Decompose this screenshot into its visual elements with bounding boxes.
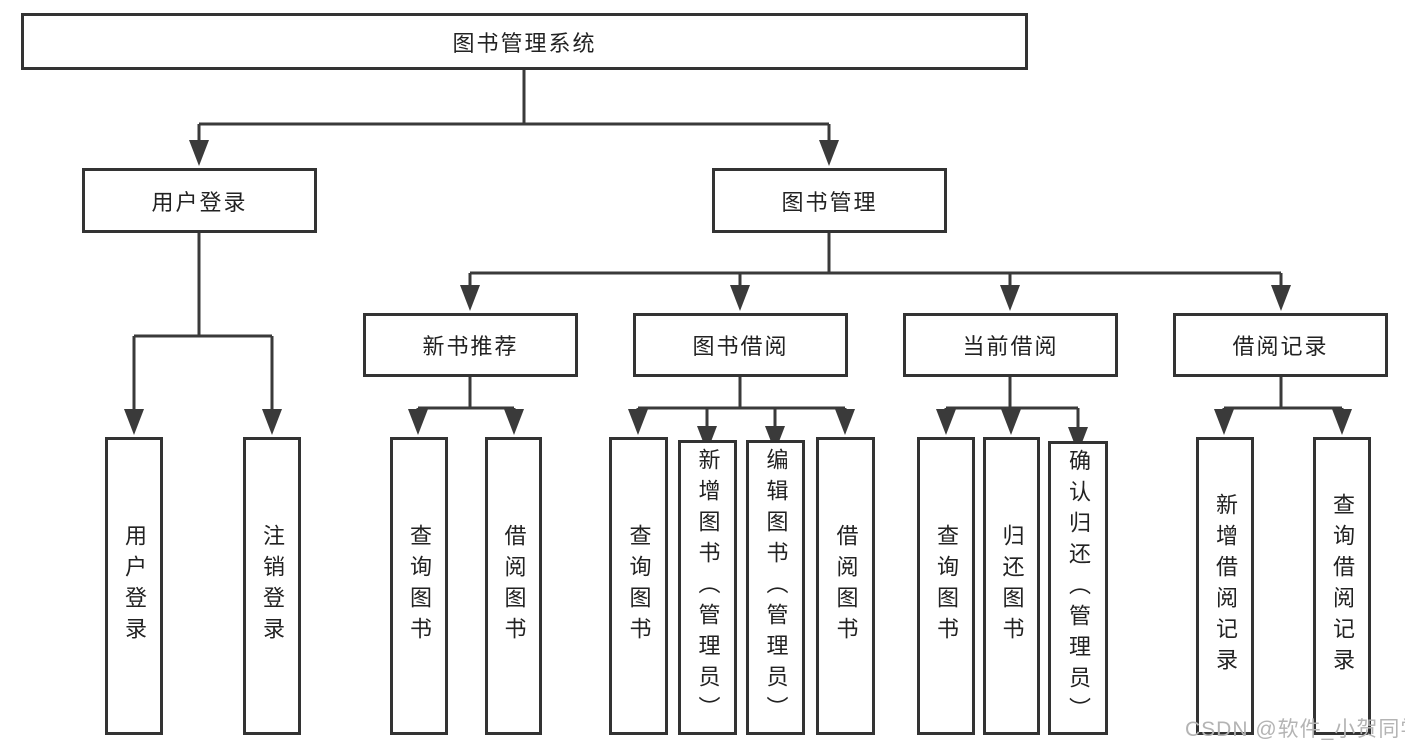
node-book-management: 图书管理 <box>712 168 947 233</box>
arrowhead-icon <box>835 409 855 435</box>
leaf-edit-books-admin: 编辑图书（管理员） <box>746 440 805 735</box>
leaf-query-borrow-record: 查询借阅记录 <box>1313 437 1371 735</box>
arrowhead-icon <box>262 409 282 435</box>
node-book-borrowing: 图书借阅 <box>633 313 848 377</box>
arrowhead-icon <box>460 285 480 311</box>
arrowhead-icon <box>1000 285 1020 311</box>
arrowhead-icon <box>124 409 144 435</box>
leaf-logout: 注销登录 <box>243 437 301 735</box>
csdn-watermark: CSDN @软件_小贺同学 <box>1185 718 1405 741</box>
leaf-borrow-books-recommend: 借阅图书 <box>485 437 542 735</box>
arrowhead-icon <box>730 285 750 311</box>
leaf-add-borrow-record: 新增借阅记录 <box>1196 437 1254 735</box>
arrowhead-icon <box>819 140 839 166</box>
leaf-borrow-books-borrowing: 借阅图书 <box>816 437 875 735</box>
node-borrow-records: 借阅记录 <box>1173 313 1388 377</box>
arrowhead-icon <box>504 409 524 435</box>
arrowhead-icon <box>628 409 648 435</box>
leaf-user-login: 用户登录 <box>105 437 163 735</box>
arrowhead-icon <box>936 409 956 435</box>
node-current-borrowing: 当前借阅 <box>903 313 1118 377</box>
leaf-confirm-return-admin: 确认归还（管理员） <box>1048 441 1108 735</box>
leaf-query-books-recommend: 查询图书 <box>390 437 448 735</box>
node-user-login: 用户登录 <box>82 168 317 233</box>
connector-path <box>132 70 1344 432</box>
arrowhead-icon <box>1332 409 1352 435</box>
arrowhead-icon <box>1214 409 1234 435</box>
arrowhead-icon <box>408 409 428 435</box>
leaf-query-books-current: 查询图书 <box>917 437 975 735</box>
arrowhead-icon <box>189 140 209 166</box>
leaf-return-books: 归还图书 <box>983 437 1040 735</box>
arrowhead-icon <box>1001 409 1021 435</box>
arrowhead-icon <box>1271 285 1291 311</box>
leaf-query-books-borrowing: 查询图书 <box>609 437 668 735</box>
node-new-book-recommend: 新书推荐 <box>363 313 578 377</box>
leaf-add-books-admin: 新增图书（管理员） <box>678 440 737 735</box>
node-library-system: 图书管理系统 <box>21 13 1028 70</box>
